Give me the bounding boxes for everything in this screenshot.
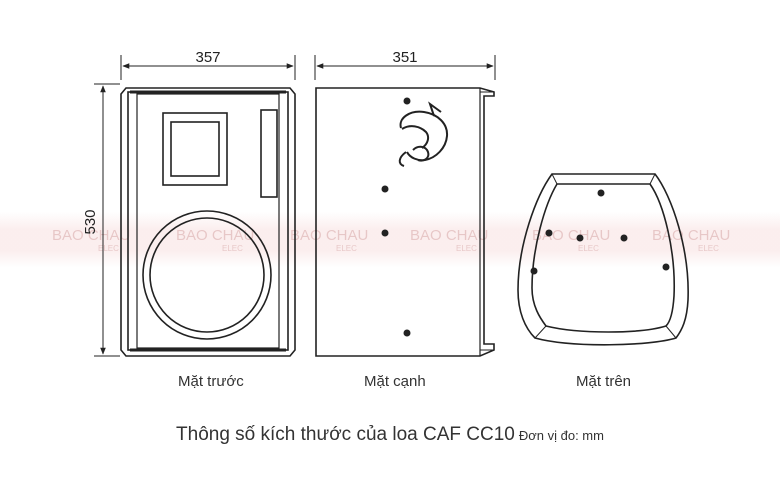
side-cabinet-outline — [315, 87, 495, 357]
side-depth-dimension — [314, 55, 496, 80]
side-depth-label: 351 — [392, 49, 417, 66]
front-view — [94, 55, 296, 357]
svg-text:BAO CHAU: BAO CHAU — [532, 227, 610, 244]
watermark-logo: BAO CHAU ELEC — [652, 227, 730, 253]
dolphin-logo-icon — [398, 101, 449, 167]
svg-text:ELEC: ELEC — [698, 244, 719, 253]
height-label: 530 — [82, 209, 99, 234]
front-port — [260, 109, 278, 198]
front-width-label: 357 — [195, 49, 220, 66]
title-main: Thông số kích thước của loa CAF CC10 — [176, 424, 515, 445]
svg-text:BAO CHAU: BAO CHAU — [176, 227, 254, 244]
watermark-logo: BAO CHAU ELEC — [410, 227, 488, 253]
front-width-dimension — [120, 55, 296, 80]
title-unit: Đơn vị đo: mm — [518, 428, 604, 443]
watermark-band — [0, 212, 780, 268]
top-view — [517, 173, 689, 346]
front-woofer-inner — [149, 217, 265, 333]
svg-text:BAO CHAU: BAO CHAU — [410, 227, 488, 244]
svg-text:BAO CHAU: BAO CHAU — [290, 227, 368, 244]
caption-front: Mặt trước — [178, 373, 244, 390]
watermark-logo: BAO CHAU ELEC — [176, 227, 254, 253]
side-screws — [381, 97, 411, 337]
svg-text:ELEC: ELEC — [456, 244, 477, 253]
watermark-logo: BAO CHAU ELEC — [52, 227, 130, 253]
top-screws — [530, 189, 670, 275]
front-woofer-outer — [142, 210, 272, 340]
top-outline-inner — [531, 183, 676, 333]
front-cabinet-outline — [120, 87, 296, 357]
watermark-logo: BAO CHAU ELEC — [532, 227, 610, 253]
svg-text:BAO CHAU: BAO CHAU — [52, 227, 130, 244]
watermark-logo: BAO CHAU ELEC — [290, 227, 368, 253]
caption-side: Mặt cạnh — [364, 373, 426, 390]
side-view — [314, 55, 496, 357]
height-dimension — [94, 83, 120, 357]
top-outline-outer — [517, 173, 689, 346]
svg-text:ELEC: ELEC — [98, 244, 119, 253]
front-horn-inner — [170, 121, 220, 177]
svg-text:BAO CHAU: BAO CHAU — [652, 227, 730, 244]
svg-text:ELEC: ELEC — [336, 244, 357, 253]
svg-text:ELEC: ELEC — [578, 244, 599, 253]
front-horn-outer — [162, 112, 228, 186]
svg-text:ELEC: ELEC — [222, 244, 243, 253]
watermark-logos: BAO CHAU ELEC BAO CHAU ELEC BAO CHAU ELE… — [52, 227, 730, 253]
caption-top: Mặt trên — [576, 373, 632, 390]
